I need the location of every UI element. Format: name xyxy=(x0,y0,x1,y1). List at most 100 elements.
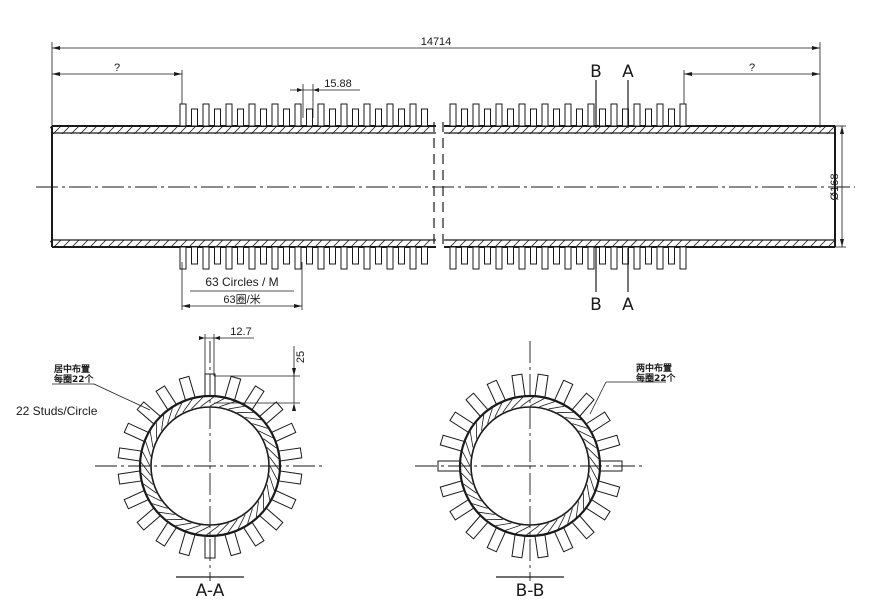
stud xyxy=(352,108,359,127)
stud xyxy=(530,108,537,127)
stud xyxy=(633,103,641,127)
aa-note-line1: 居中布置 xyxy=(54,363,90,375)
stud xyxy=(237,246,244,265)
marker-b-top: B xyxy=(590,62,602,82)
stud xyxy=(484,108,491,127)
stud xyxy=(386,246,394,270)
section-a-a-view xyxy=(95,341,325,581)
stud xyxy=(656,103,664,127)
stud xyxy=(495,246,503,270)
diameter-dimension: Ø168 xyxy=(829,125,846,248)
stud xyxy=(363,246,371,270)
stud xyxy=(283,246,290,265)
tube-studs xyxy=(179,103,687,270)
stud xyxy=(317,246,325,270)
circles-per-meter-dimension: 63 Circles / M 63圈/米 xyxy=(181,262,303,310)
stud xyxy=(191,108,198,127)
stud xyxy=(352,246,359,265)
overall-dimension: 14714 xyxy=(51,36,821,128)
stud xyxy=(260,246,267,265)
aa-note-line2: 每圈22个 xyxy=(54,373,95,385)
stud xyxy=(656,246,664,270)
stud xyxy=(248,103,256,127)
stud xyxy=(202,103,210,127)
stud xyxy=(398,108,405,127)
stud xyxy=(294,246,302,270)
stud xyxy=(645,246,652,265)
marker-a-top: A xyxy=(622,62,634,82)
stud xyxy=(472,103,480,127)
right-unknown-label: ? xyxy=(749,62,755,74)
stud xyxy=(306,246,313,265)
stud xyxy=(645,108,652,127)
left-unknown-label: ? xyxy=(114,62,120,74)
stud xyxy=(564,246,572,270)
stud xyxy=(363,103,371,127)
section-b-b-annotations: 两中布置 每圈22个 B-B xyxy=(496,362,677,601)
stud xyxy=(484,246,491,265)
stud xyxy=(518,246,526,270)
stud xyxy=(214,108,221,127)
stud xyxy=(283,108,290,127)
stud xyxy=(271,246,279,270)
marker-a-bottom: A xyxy=(622,295,634,315)
stud-pitch-dimension: 15.88 xyxy=(290,78,360,118)
section-bb-title: B-B xyxy=(516,581,545,601)
stud xyxy=(576,108,583,127)
stud xyxy=(248,246,256,270)
left-end-dimension: ? xyxy=(52,62,183,118)
stud xyxy=(507,108,514,127)
tube-body xyxy=(36,122,855,250)
stud xyxy=(179,246,187,270)
stud xyxy=(679,103,687,127)
stud xyxy=(461,108,468,127)
stud xyxy=(668,246,675,265)
section-aa-title: A-A xyxy=(196,581,225,601)
stud xyxy=(271,103,279,127)
stud xyxy=(225,103,233,127)
stud xyxy=(679,246,687,270)
stud xyxy=(214,246,221,265)
stud xyxy=(421,108,428,127)
stud xyxy=(237,108,244,127)
stud xyxy=(317,103,325,127)
stud xyxy=(610,246,618,270)
stud xyxy=(375,246,382,265)
stud xyxy=(421,246,428,265)
stud xyxy=(225,246,233,270)
stud xyxy=(553,108,560,127)
section-b-b-view xyxy=(415,341,645,581)
studs-per-circle-label: 22 Studs/Circle xyxy=(16,404,98,418)
stud xyxy=(340,246,348,270)
stud xyxy=(541,103,549,127)
stud xyxy=(599,108,606,127)
stud xyxy=(541,246,549,270)
stud xyxy=(530,246,537,265)
stud xyxy=(461,246,468,265)
stud xyxy=(668,108,675,127)
stud xyxy=(329,108,336,127)
stud-width-label: 12.7 xyxy=(230,326,251,338)
stud xyxy=(340,103,348,127)
stud xyxy=(518,103,526,127)
stud xyxy=(409,103,417,127)
stud xyxy=(576,246,583,265)
stud xyxy=(306,108,313,127)
stud xyxy=(409,246,417,270)
stud xyxy=(587,246,595,270)
stud xyxy=(398,246,405,265)
stud xyxy=(329,246,336,265)
bb-note-line2: 每圈22个 xyxy=(636,372,677,384)
stud xyxy=(449,103,457,127)
stud xyxy=(386,103,394,127)
stud xyxy=(610,103,618,127)
stud-pitch-label: 15.88 xyxy=(324,78,352,90)
stud xyxy=(587,103,595,127)
stud xyxy=(260,108,267,127)
stud xyxy=(179,103,187,127)
stud xyxy=(507,246,514,265)
bb-note-line1: 两中布置 xyxy=(636,362,672,374)
stud xyxy=(294,103,302,127)
